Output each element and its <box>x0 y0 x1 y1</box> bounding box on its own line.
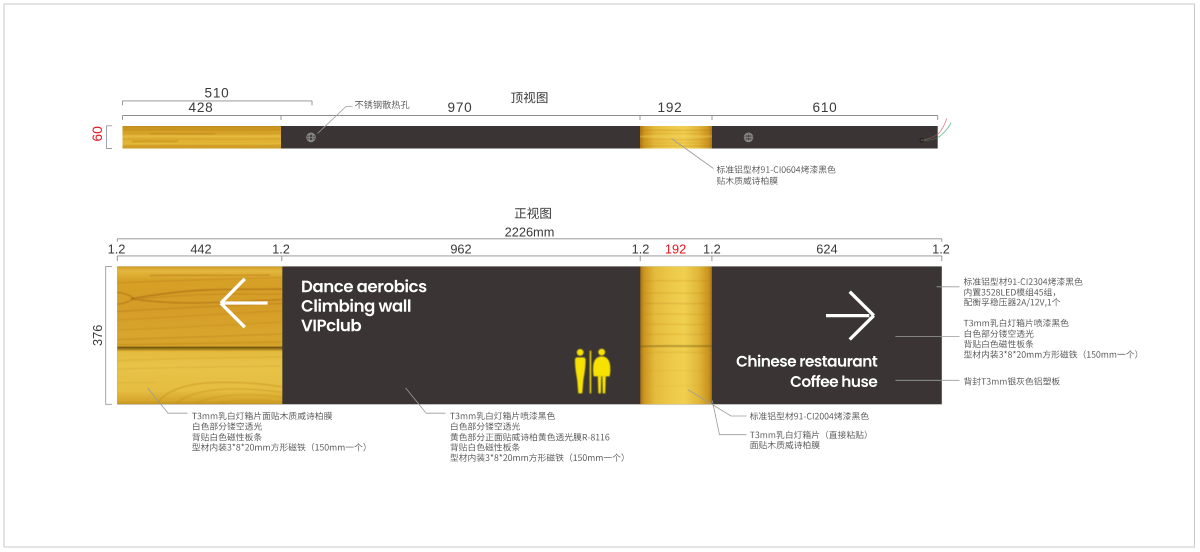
svg-text:442: 442 <box>190 242 211 257</box>
svg-text:1.2: 1.2 <box>703 242 721 257</box>
svg-text:2226mm: 2226mm <box>505 224 555 239</box>
svg-text:962: 962 <box>450 242 471 257</box>
svg-text:624: 624 <box>816 242 837 257</box>
svg-text:60: 60 <box>89 126 105 142</box>
svg-text:970: 970 <box>447 100 472 115</box>
svg-text:1.2: 1.2 <box>632 242 650 257</box>
svg-text:376: 376 <box>90 325 105 346</box>
svg-text:1.2: 1.2 <box>932 242 950 257</box>
svg-text:1.2: 1.2 <box>108 242 126 257</box>
svg-text:610: 610 <box>812 100 837 115</box>
svg-text:192: 192 <box>665 242 686 257</box>
svg-text:192: 192 <box>657 100 682 115</box>
svg-text:1.2: 1.2 <box>272 242 290 257</box>
svg-text:510: 510 <box>204 86 229 101</box>
svg-text:428: 428 <box>188 100 213 115</box>
